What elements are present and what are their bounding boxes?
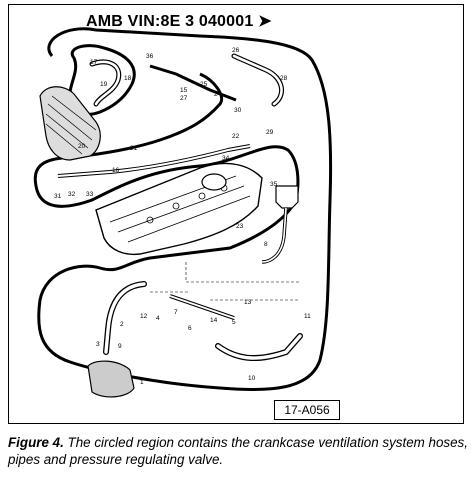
right-hose [231,53,284,107]
callout-9: 9 [118,343,122,350]
right-hose-inner [232,54,283,106]
callout-33: 33 [86,191,94,198]
callout-32: 32 [68,191,76,198]
valve-pipe-inner [261,207,287,263]
engine-ventilation-diagram: 1 2 3 4 5 6 7 8 9 10 11 12 13 14 15 16 1… [33,27,333,398]
figure-caption: Figure 4. The circled region contains th… [8,434,468,468]
cover-bolt-1 [146,216,154,224]
vin-header: AMB VIN:8E 3 040001 ➤ [86,13,272,30]
circled-region-outline [33,27,333,392]
callout-5: 5 [232,319,236,326]
callout-labels: 1 2 3 4 5 6 7 8 9 10 11 12 13 14 15 16 1… [54,47,311,386]
pressure-valve-body [275,185,299,209]
breather-pipe-inner [57,145,251,177]
valve-cover [95,162,263,256]
hose-upper-left-inner [90,60,121,106]
caption-text: The circled region contains the crankcas… [8,435,468,467]
callout-14: 14 [210,317,218,324]
callout-12: 12 [140,313,148,320]
callout-6: 6 [188,325,192,332]
cover-bolt-3 [198,192,206,200]
callout-24: 24 [214,91,222,98]
callout-34: 34 [222,155,230,162]
callout-29: 29 [266,129,274,136]
callout-15: 15 [180,87,188,94]
callout-10: 10 [248,375,256,382]
callout-8: 8 [264,241,268,248]
callout-20: 20 [78,143,86,150]
lower-pipe-inner [169,295,235,319]
callout-4: 4 [156,315,160,322]
callout-25: 25 [200,81,208,88]
manifold-runners [45,95,97,155]
callout-21: 21 [130,145,138,152]
callout-7: 7 [174,309,178,316]
callout-16: 16 [112,167,120,174]
lower-hose [103,281,147,355]
callout-30: 30 [234,107,242,114]
callout-17: 17 [90,59,98,66]
top-pipe [149,64,237,102]
oil-separator [87,360,135,398]
figure-id-box: 17-A056 [274,400,340,420]
intake-manifold [39,86,101,161]
callout-2: 2 [120,321,124,328]
return-hose-inner [216,334,302,360]
dashed-lines [150,262,300,301]
callout-3: 3 [96,341,100,348]
callout-13: 13 [244,299,252,306]
callout-19: 19 [100,81,108,88]
callout-36: 36 [146,53,154,60]
callout-1: 1 [140,379,144,386]
callout-18: 18 [124,75,132,82]
caption-label: Figure 4. [8,435,64,450]
callout-11: 11 [304,313,311,320]
callout-35: 35 [270,181,278,188]
callout-31: 31 [54,193,62,200]
lower-hose-inner [104,282,146,354]
oil-filler-cap [201,173,227,191]
callout-27: 27 [180,95,188,102]
callout-22: 22 [232,133,240,140]
callout-23: 23 [236,223,244,230]
callout-26: 26 [232,47,240,54]
cover-bolt-2 [172,202,180,210]
callout-28: 28 [280,75,288,82]
